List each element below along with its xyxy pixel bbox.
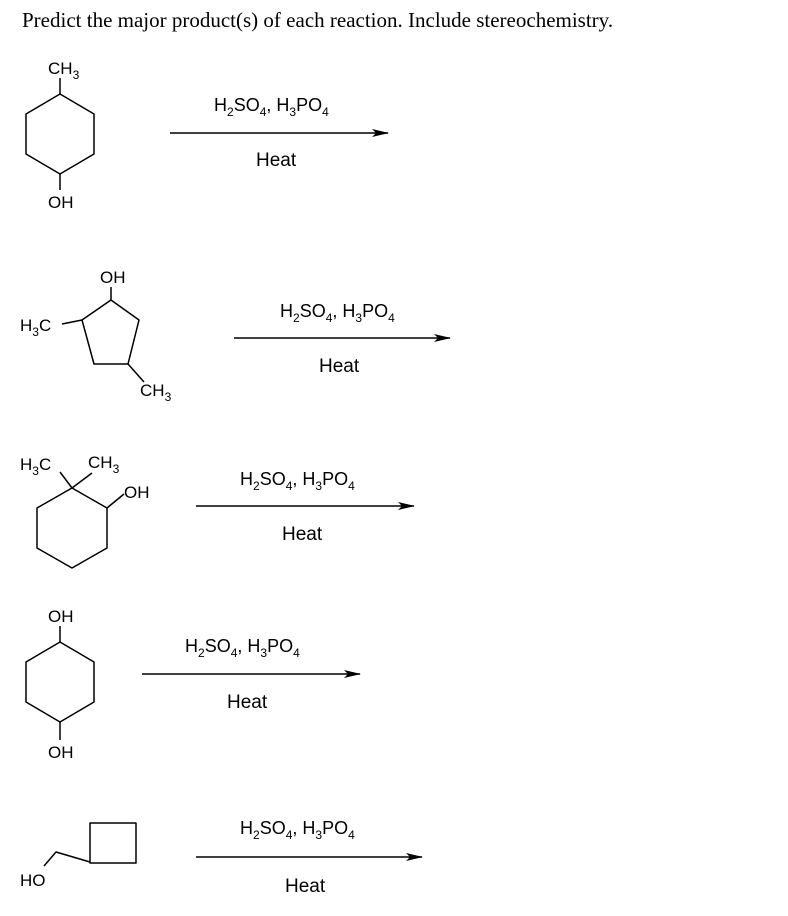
reaction-2-reactant: OH H3C CH3 [20,268,172,404]
reagent-label: H2SO4,H3PO4 [240,469,355,493]
hydroxyl-label: HO [20,871,46,890]
reaction-5-arrow: H2SO4,H3PO4 Heat [196,818,423,897]
reaction-2-arrow: H2SO4,H3PO4 Heat [234,301,451,377]
heat-label: Heat [282,524,323,545]
reagent-label: H2SO4,H3PO4 [240,818,355,842]
hydroxyl-label: OH [100,268,126,287]
reagent-label: H2SO4,H3PO4 [280,301,395,325]
reaction-4-arrow: H2SO4,H3PO4 Heat [142,636,361,713]
reaction-4-reactant: OH OH [25,607,95,762]
page-title: Predict the major product(s) of each rea… [22,8,614,32]
heat-label: Heat [319,356,360,377]
heat-label: Heat [227,692,268,713]
reagent-label: H2SO4,H3PO4 [185,636,300,660]
reagent-label: H2SO4,H3PO4 [214,95,329,119]
hydroxyl-label: OH [48,193,74,212]
hydroxyl-label: OH [124,483,150,502]
reaction-1-reactant: CH3 OH [25,59,95,212]
hydroxyl-label: OH [48,607,74,626]
reaction-3-arrow: H2SO4,H3PO4 Heat [196,469,415,545]
reaction-3-reactant: H3C CH3 OH [20,453,150,569]
methyl-label: CH3 [48,59,80,82]
reaction-5-reactant: HO [20,822,137,890]
heat-label: Heat [285,876,326,897]
heat-label: Heat [256,150,297,171]
methyl-label: H3C [20,316,51,339]
methyl-label: H3C [20,455,51,478]
hydroxyl-label: OH [48,743,74,762]
methyl-label: CH3 [88,453,120,476]
reaction-1-arrow: H2SO4,H3PO4 Heat [170,95,389,171]
methyl-label: CH3 [140,381,172,404]
